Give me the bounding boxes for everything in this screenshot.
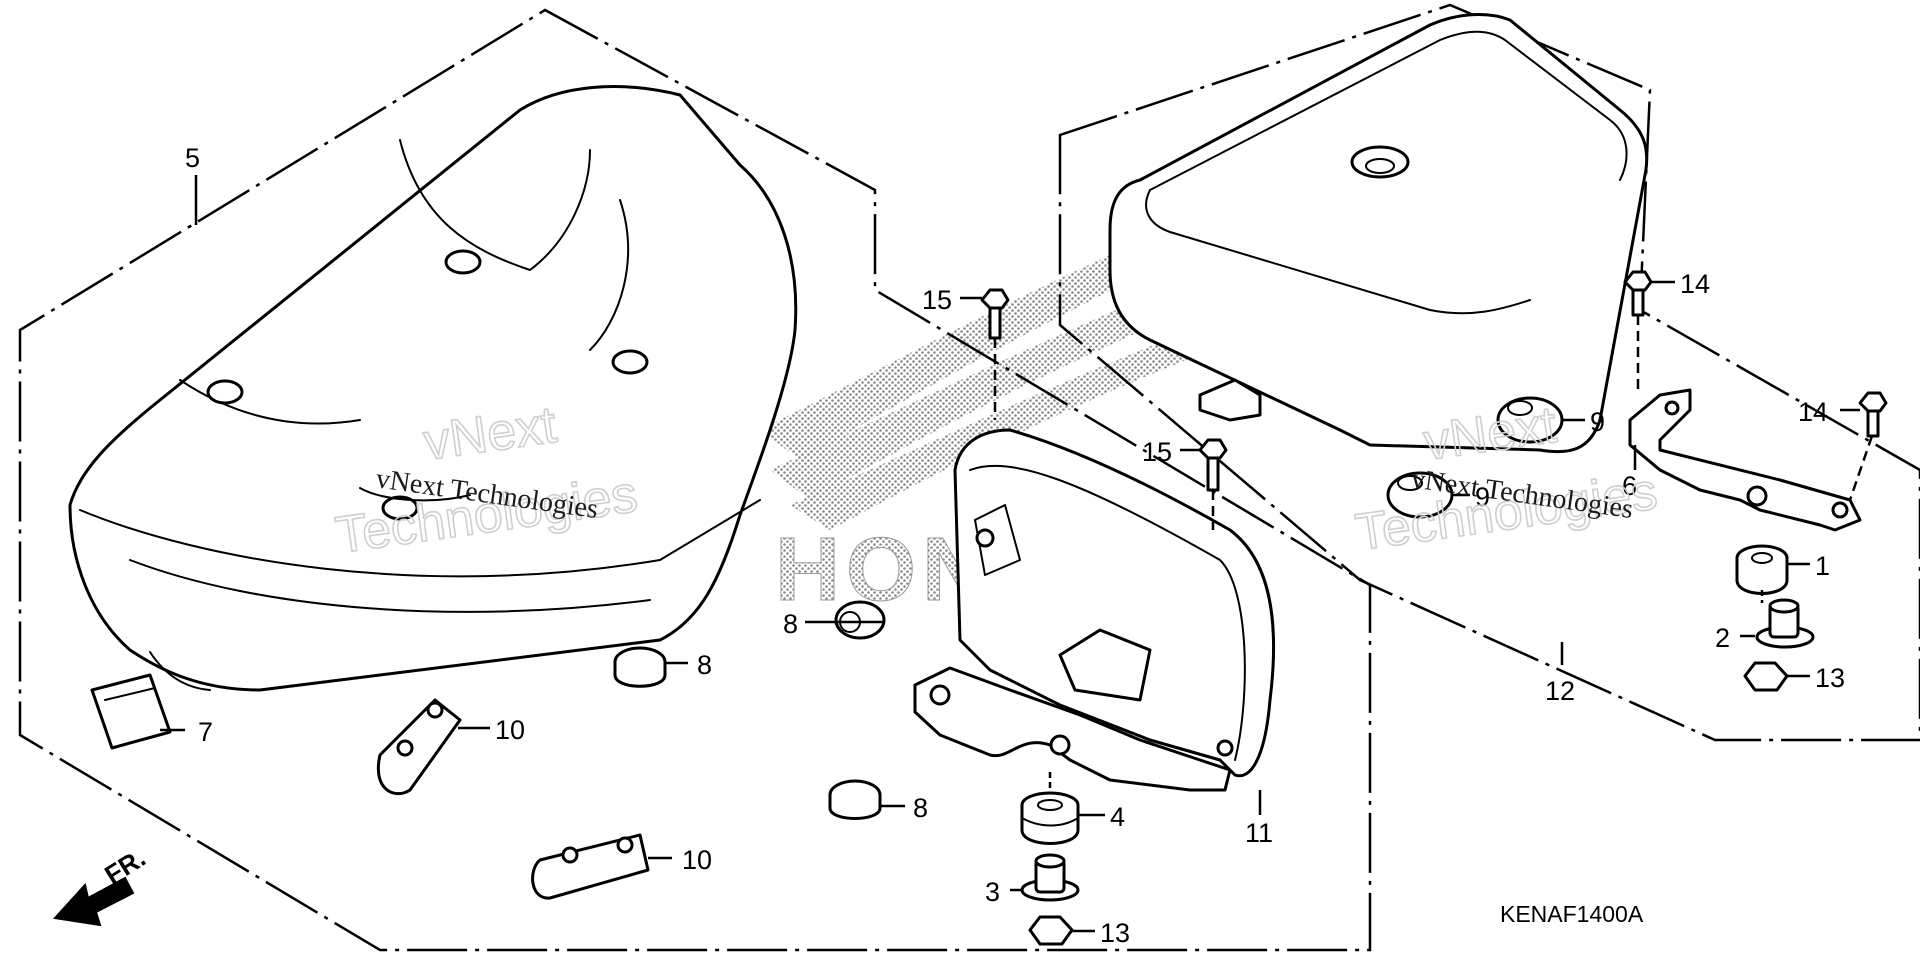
damper-part-8-a: [613, 646, 667, 688]
diagram-code: KENAF1400A: [1500, 901, 1644, 927]
callout-12: 12: [1545, 676, 1575, 706]
clamp-part-10-b: [531, 833, 650, 900]
nut-part-13-b: [1743, 661, 1789, 692]
callout-10-b: 10: [682, 845, 712, 875]
seat-group-frame: [18, 8, 1372, 952]
callout-5: 5: [185, 143, 200, 173]
callout-1: 1: [1815, 551, 1830, 581]
backrest-part-12: [1108, 13, 1649, 454]
bolt-part-14-b: [1858, 391, 1888, 438]
callout-4: 4: [1110, 802, 1125, 832]
rubber-mount-part-1: [1735, 544, 1789, 595]
callout-14-b: 14: [1798, 397, 1828, 427]
collar-part-3: [1020, 853, 1080, 902]
callout-8-c: 8: [913, 793, 928, 823]
backrest-bracket-part-6: [1628, 388, 1862, 532]
bolt-part-14-a: [1623, 270, 1653, 317]
nut-part-13-a: [1028, 915, 1074, 946]
callout-13-a: 13: [1100, 918, 1130, 948]
callout-labels: 5 7 8 8 8 10 10 15 15 4 3 13 11 9 9 6 14…: [185, 143, 1845, 948]
front-direction-arrow: FR.: [53, 842, 151, 927]
callout-15-b: 15: [1142, 437, 1172, 467]
bolt-part-15-a: [980, 288, 1010, 340]
leader-lines: [160, 175, 1874, 933]
callout-15-a: 15: [922, 285, 952, 315]
callout-7: 7: [198, 717, 213, 747]
callout-9-a: 9: [1590, 407, 1605, 437]
callout-3: 3: [985, 877, 1000, 907]
damper-part-8-c: [828, 779, 882, 820]
callout-8-a: 8: [697, 650, 712, 680]
damper-part-8-b: [834, 600, 886, 640]
callout-9-b: 9: [1475, 482, 1490, 512]
rubber-mount-part-4: [1020, 791, 1080, 845]
bracket-part-11: [913, 428, 1276, 792]
callout-11: 11: [1245, 818, 1273, 848]
callout-8-b: 8: [783, 609, 798, 639]
rubber-strip-part-7: [90, 673, 172, 750]
clamp-part-10-a: [376, 698, 462, 796]
callout-13-b: 13: [1815, 663, 1845, 693]
arrow-left-icon: [53, 876, 135, 927]
callout-6: 6: [1622, 471, 1637, 501]
bolt-part-15-b: [1198, 438, 1228, 492]
backrest-group-frame: [1058, 3, 1920, 742]
callout-2: 2: [1715, 623, 1730, 653]
collar-part-2: [1755, 598, 1815, 649]
callout-14-a: 14: [1680, 269, 1710, 299]
callout-10-a: 10: [495, 715, 525, 745]
seat-part-5: [68, 85, 798, 692]
front-label: FR.: [99, 842, 150, 890]
